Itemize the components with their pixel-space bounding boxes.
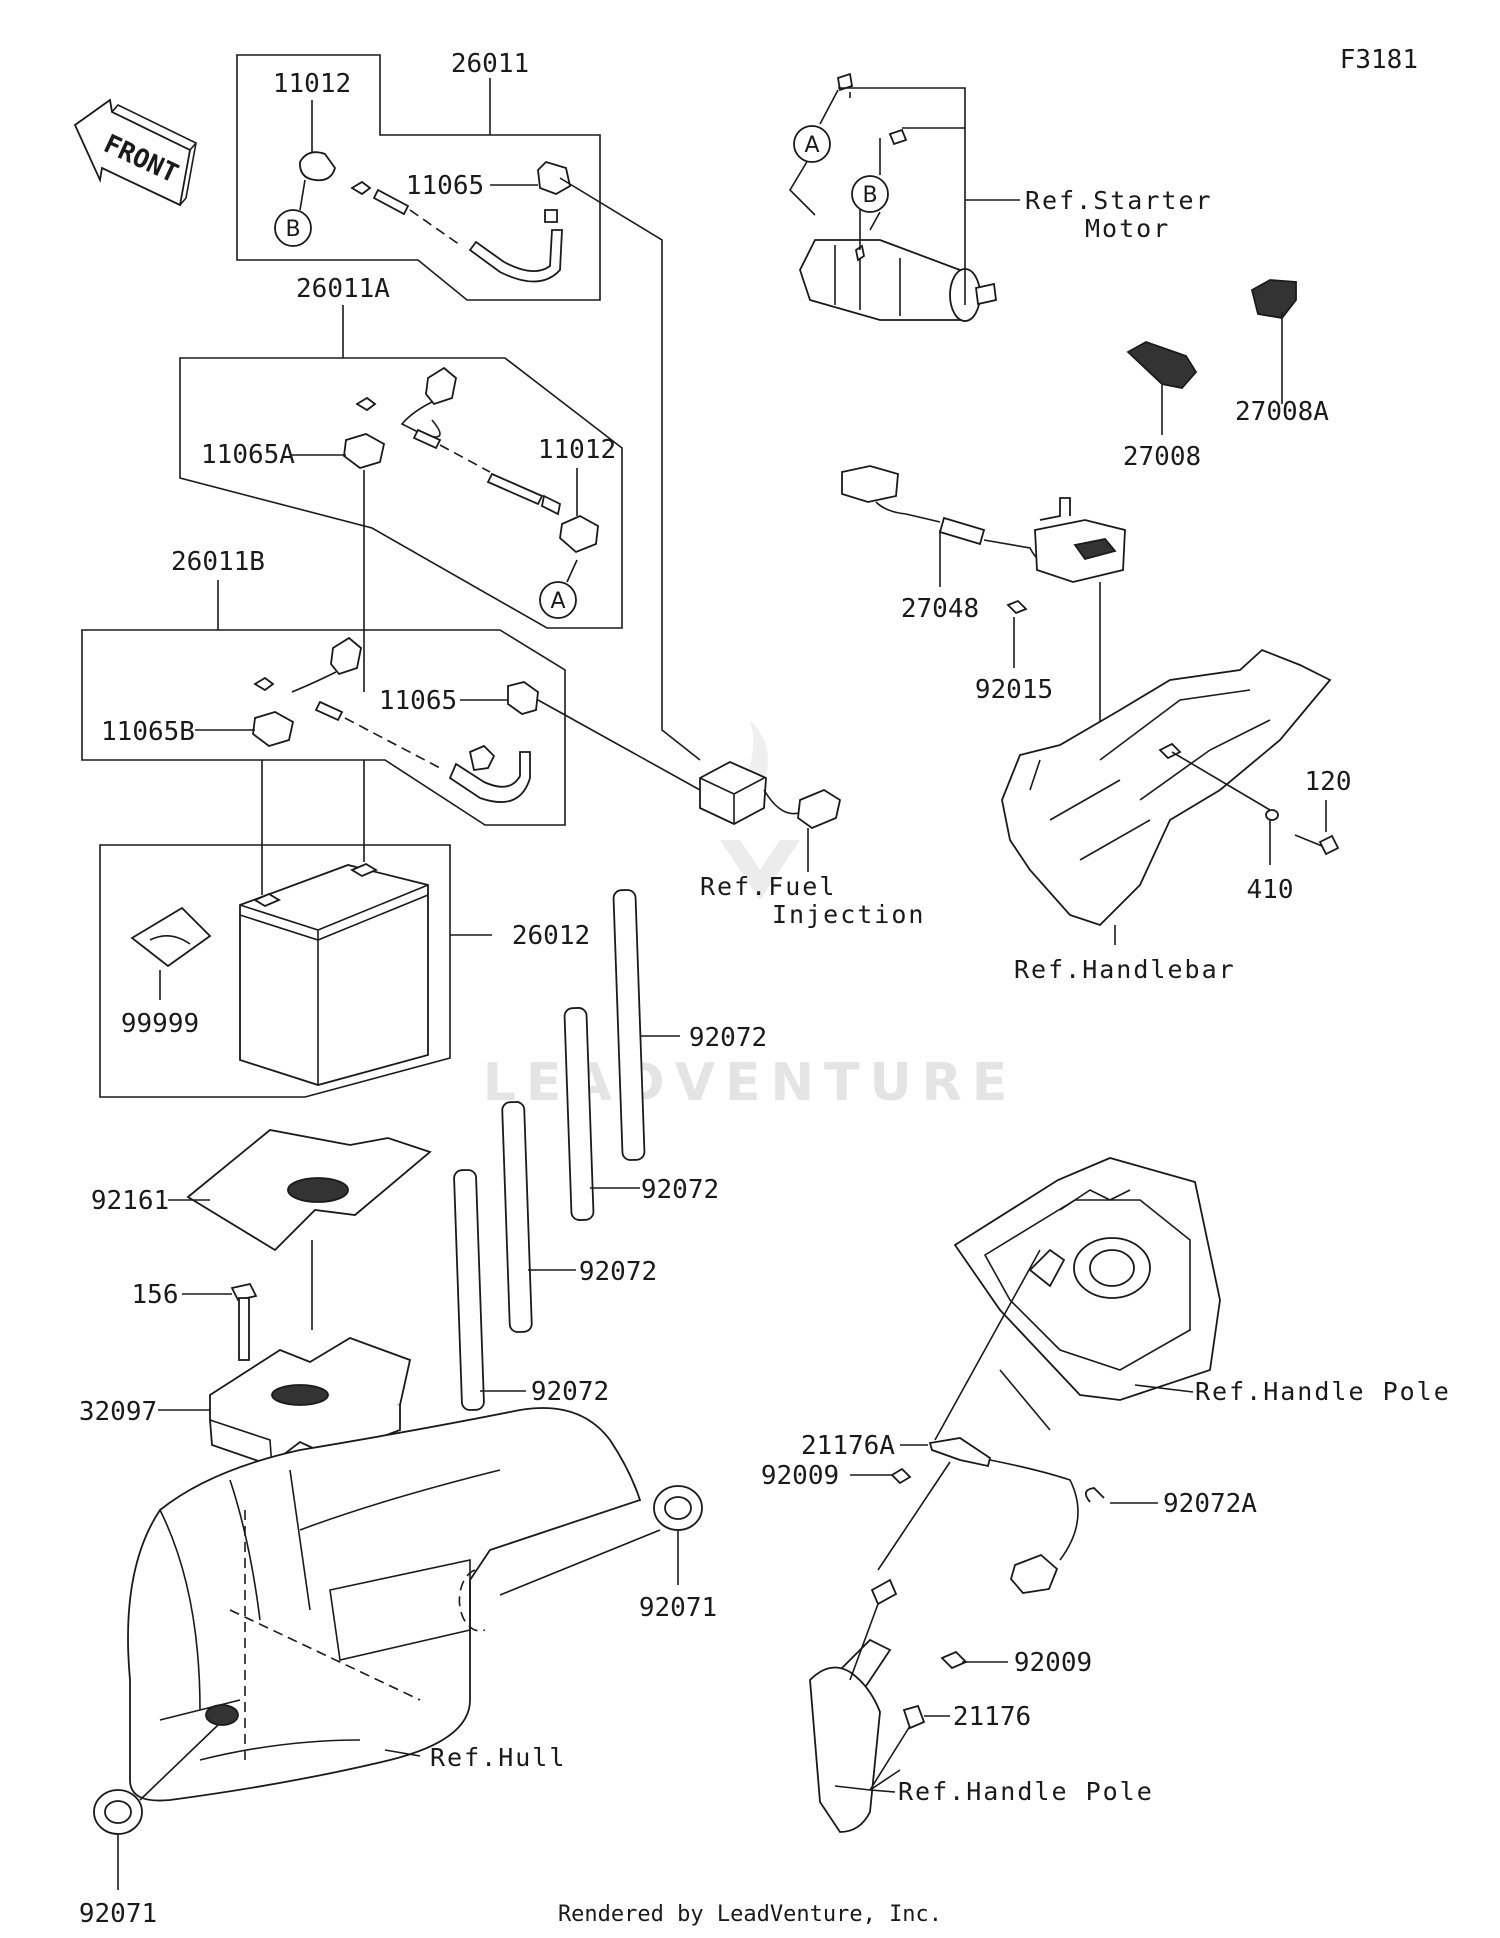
cable-assembly-26011B xyxy=(81,580,701,826)
switch-harness-27048 xyxy=(841,465,1126,735)
ref-fuel-injection-2: Injection xyxy=(772,900,925,929)
part-26011B: 26011B xyxy=(171,547,265,577)
part-11012-top: 11012 xyxy=(273,69,351,99)
part-32097: 32097 xyxy=(79,1397,157,1427)
ref-fuel-injection-1: Ref.Fuel xyxy=(700,872,836,901)
part-92071-right: 92071 xyxy=(639,1593,717,1623)
sensor-assembly xyxy=(850,1249,1158,1594)
watermark-logo xyxy=(720,720,800,900)
cable-assembly-26011 xyxy=(236,54,701,761)
part-92072-2: 92072 xyxy=(641,1175,719,1205)
watermark-text: LEADVENTURE xyxy=(483,1053,1018,1113)
handle-pole-bottom xyxy=(809,1578,1008,1833)
battery-case-32097 xyxy=(158,1337,412,1510)
part-21176A: 21176A xyxy=(801,1431,895,1461)
part-26012: 26012 xyxy=(512,921,590,951)
part-92072A: 92072A xyxy=(1163,1489,1257,1519)
part-11065-mid: 11065 xyxy=(379,686,457,716)
part-11065A: 11065A xyxy=(201,440,295,470)
part-21176: 21176 xyxy=(953,1702,1031,1732)
part-27008A: 27008A xyxy=(1235,397,1329,427)
ref-handlebar: Ref.Handlebar xyxy=(1014,955,1236,984)
part-27008: 27008 xyxy=(1123,442,1201,472)
svg-text:A: A xyxy=(804,133,819,158)
part-156: 156 xyxy=(132,1280,179,1310)
callout-a-mid: A xyxy=(539,581,577,619)
ref-handle-pole-top: Ref.Handle Pole xyxy=(1195,1377,1451,1406)
grommet-92071-right xyxy=(653,1485,703,1585)
part-26011: 26011 xyxy=(451,49,529,79)
diagram-code: F3181 xyxy=(1340,45,1418,75)
part-92072-3: 92072 xyxy=(579,1257,657,1287)
footer-credit: Rendered by LeadVenture, Inc. xyxy=(558,1902,942,1927)
svg-text:A: A xyxy=(550,589,565,614)
straps-92072 xyxy=(453,889,680,1411)
ref-hull: Ref.Hull xyxy=(430,1743,566,1772)
part-92009-bottom: 92009 xyxy=(1014,1648,1092,1678)
part-11065-top: 11065 xyxy=(406,171,484,201)
part-11065B: 11065B xyxy=(101,717,195,747)
handle-pole-cover xyxy=(953,1157,1221,1401)
part-99999: 99999 xyxy=(121,1009,199,1039)
part-92072-4: 92072 xyxy=(531,1377,609,1407)
part-27048: 27048 xyxy=(901,594,979,624)
key-27008 xyxy=(1126,341,1198,435)
handlebar-cover xyxy=(1001,648,1340,945)
cable-assembly-26011A xyxy=(179,305,623,692)
svg-text:B: B xyxy=(862,183,877,208)
ref-starter-motor-2: Motor xyxy=(1085,214,1170,243)
part-92071-left: 92071 xyxy=(79,1899,157,1929)
bolt-156 xyxy=(182,1282,258,1361)
starter-motor xyxy=(788,72,1020,322)
grommet-92071-left xyxy=(93,1724,219,1890)
callout-b-starter: B xyxy=(851,175,889,213)
key-27008A xyxy=(1250,279,1297,404)
relay-fuel-injection xyxy=(699,760,842,872)
part-92015: 92015 xyxy=(975,675,1053,705)
front-arrow-icon: FRONT xyxy=(73,98,198,207)
ref-handle-pole-bottom: Ref.Handle Pole xyxy=(898,1777,1154,1806)
part-26011A: 26011A xyxy=(296,274,390,304)
callout-a-top: A xyxy=(793,125,831,163)
svg-text:B: B xyxy=(285,217,300,242)
part-92009-top: 92009 xyxy=(761,1461,839,1491)
ref-starter-motor-1: Ref.Starter xyxy=(1025,186,1213,215)
tray-92161 xyxy=(168,1129,432,1330)
part-92072-1: 92072 xyxy=(689,1023,767,1053)
part-410: 410 xyxy=(1247,875,1294,905)
part-92161: 92161 xyxy=(91,1186,169,1216)
hull xyxy=(127,1407,661,1802)
battery-26012 xyxy=(99,760,492,1098)
callout-b-top: B xyxy=(274,209,312,247)
part-120: 120 xyxy=(1305,767,1352,797)
part-11012-mid: 11012 xyxy=(538,435,616,465)
